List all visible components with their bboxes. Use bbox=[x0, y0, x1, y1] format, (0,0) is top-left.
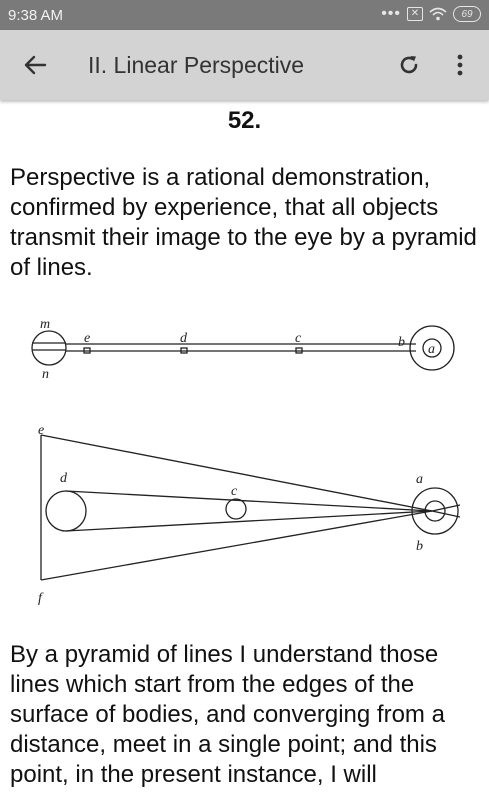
figure-label-top-b: b bbox=[398, 335, 405, 350]
arrow-left-icon bbox=[24, 55, 47, 75]
figure-label-bottom-d: d bbox=[60, 471, 68, 486]
figure-bottom-line-d-bottom bbox=[65, 510, 433, 532]
figure-label-top-e: e bbox=[84, 331, 90, 346]
figure-bottom-line-d-top bbox=[65, 490, 433, 512]
figure-bottom-large-circle bbox=[45, 490, 87, 532]
figure-bottom-line-e-a bbox=[40, 434, 433, 512]
figure-label-bottom-c: c bbox=[231, 484, 238, 499]
figure-top-marker-e bbox=[83, 347, 91, 354]
figure-label-bottom-e: e bbox=[38, 423, 44, 438]
figure-bottom-inner-circle bbox=[424, 500, 446, 522]
section-number: 52. bbox=[227, 107, 262, 134]
back-button[interactable] bbox=[18, 50, 52, 80]
figure-label-top-c: c bbox=[295, 331, 302, 346]
page-title: II. Linear Perspective bbox=[88, 52, 305, 78]
battery-level: 69 bbox=[461, 8, 473, 20]
figure-top-outer-circle bbox=[409, 325, 455, 371]
figure-label-bottom-b: b bbox=[416, 539, 423, 554]
figure-bottom-outer-circle bbox=[411, 487, 459, 535]
paragraph-pyramid-definition: By a pyramid of lines I understand those… bbox=[10, 641, 445, 788]
figure-top-inner-circle bbox=[422, 338, 442, 358]
more-options-button[interactable] bbox=[448, 50, 472, 80]
status-time: 9:38 AM bbox=[8, 7, 64, 24]
figure-top-marker-d bbox=[180, 347, 188, 354]
wifi-icon bbox=[429, 7, 447, 21]
more-notifications-icon: ••• bbox=[381, 5, 401, 22]
figure-label-top-d: d bbox=[180, 331, 188, 346]
battery-icon: 69 bbox=[453, 6, 481, 22]
more-vertical-icon bbox=[457, 54, 463, 76]
figure-bottom-line-f-a bbox=[40, 510, 433, 581]
app-bar: II. Linear Perspective bbox=[0, 30, 489, 100]
refresh-icon bbox=[400, 56, 418, 74]
figure-top-eye-circle bbox=[31, 330, 67, 366]
figure-label-bottom-f: f bbox=[38, 591, 44, 606]
figure-label-top-n: n bbox=[42, 367, 49, 382]
figure-bottom-extension-2 bbox=[431, 510, 461, 518]
paragraph-perspective: Perspective is a rational demonstration,… bbox=[10, 164, 477, 281]
figure-top-marker-c bbox=[295, 347, 303, 354]
figure-label-top-m: m bbox=[40, 317, 50, 332]
status-icons: ••• ✕ 69 bbox=[381, 6, 481, 22]
figure-label-bottom-a: a bbox=[416, 472, 423, 487]
no-sim-icon: ✕ bbox=[407, 7, 423, 21]
status-bar: 9:38 AM ••• ✕ 69 bbox=[0, 0, 489, 30]
perspective-figure: m n e d c b a e d c a b f bbox=[31, 317, 461, 606]
refresh-button[interactable] bbox=[393, 50, 425, 80]
figure-bottom-extension-1 bbox=[431, 504, 461, 512]
figure-label-top-a: a bbox=[428, 342, 435, 357]
figure-bottom-small-circle bbox=[225, 498, 247, 520]
